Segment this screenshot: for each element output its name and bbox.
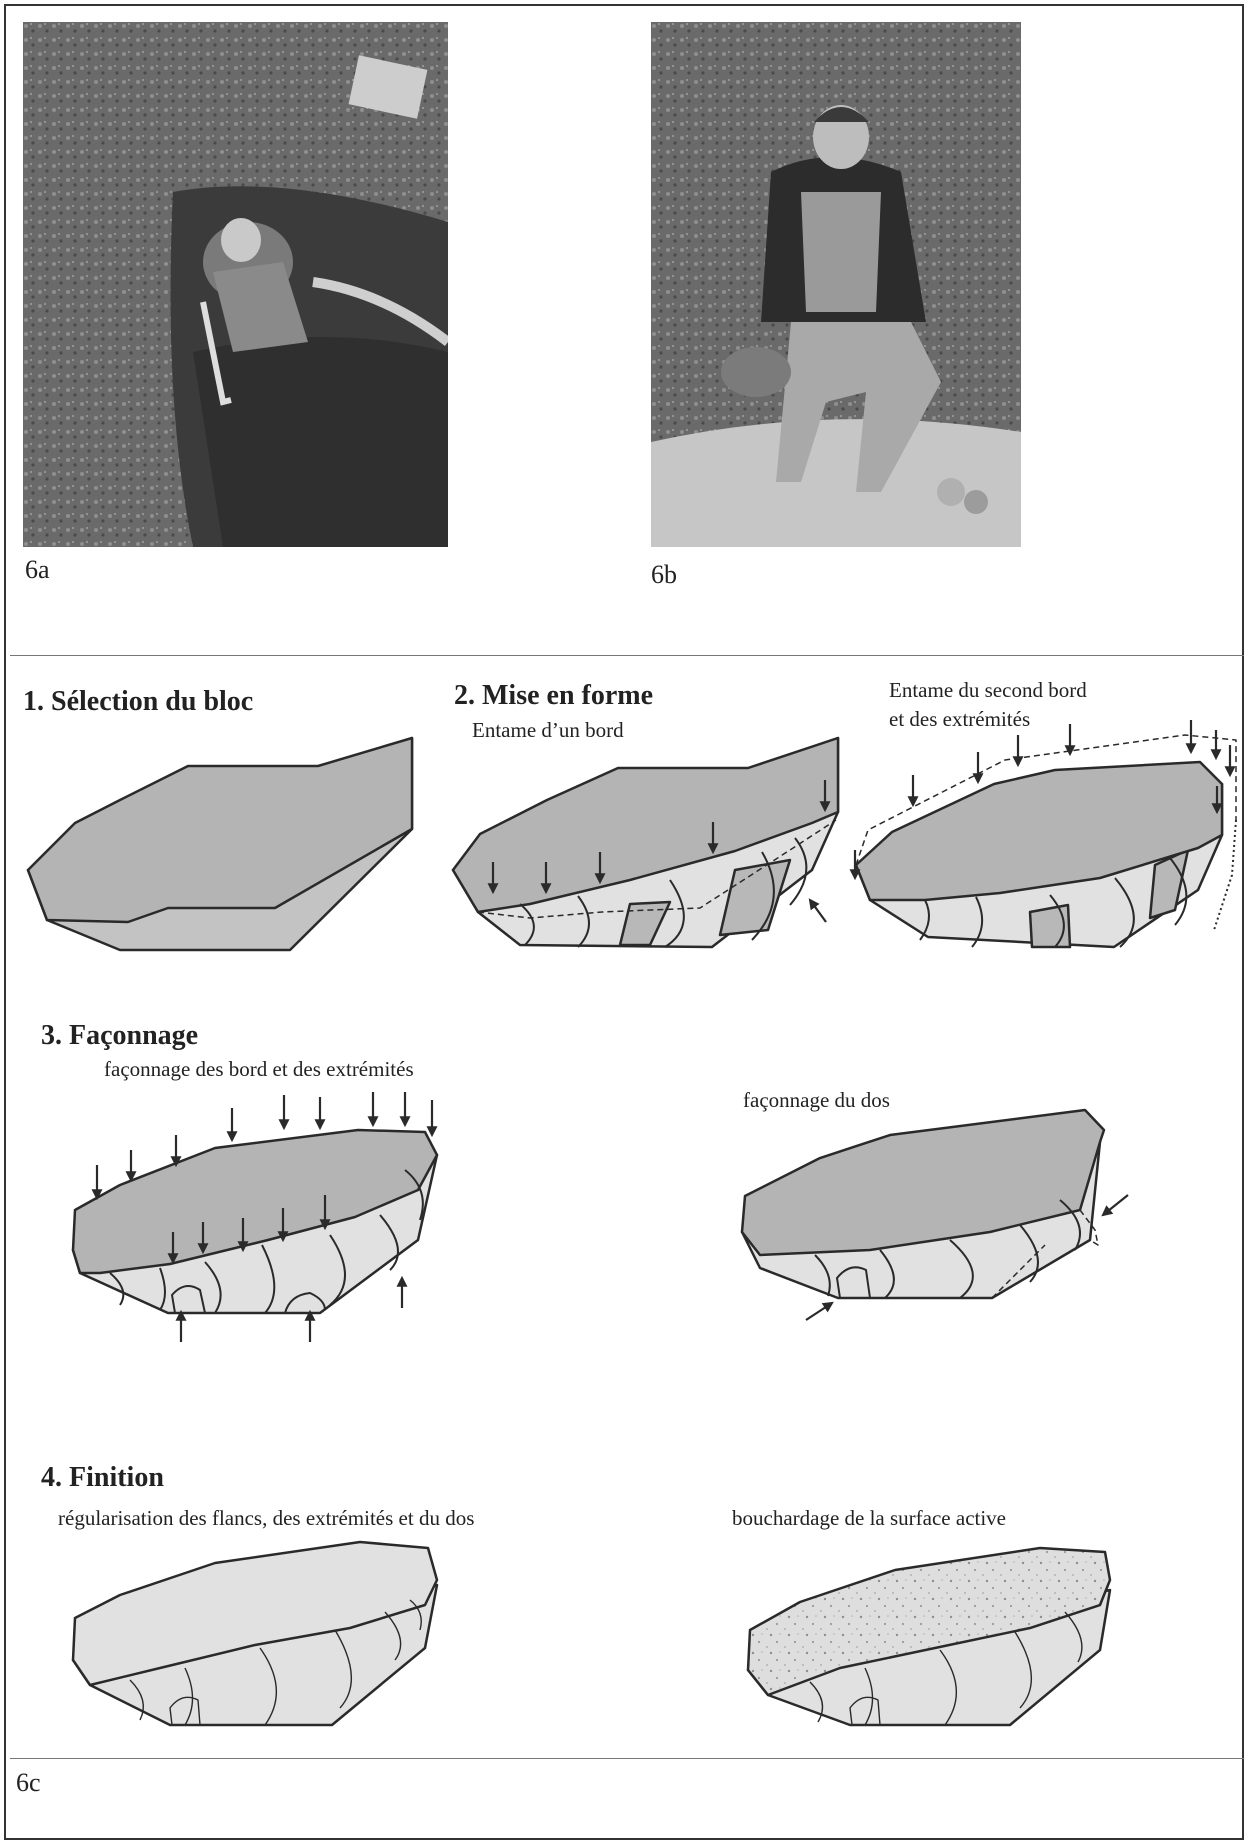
block-bouchardage — [748, 1548, 1110, 1725]
block-shaping-back — [742, 1110, 1104, 1298]
block-selection — [28, 738, 412, 950]
block-shaping-edges — [73, 1130, 437, 1313]
block-first-edge — [453, 738, 838, 947]
block-second-edge — [856, 735, 1236, 947]
block-regularisation — [73, 1542, 437, 1725]
